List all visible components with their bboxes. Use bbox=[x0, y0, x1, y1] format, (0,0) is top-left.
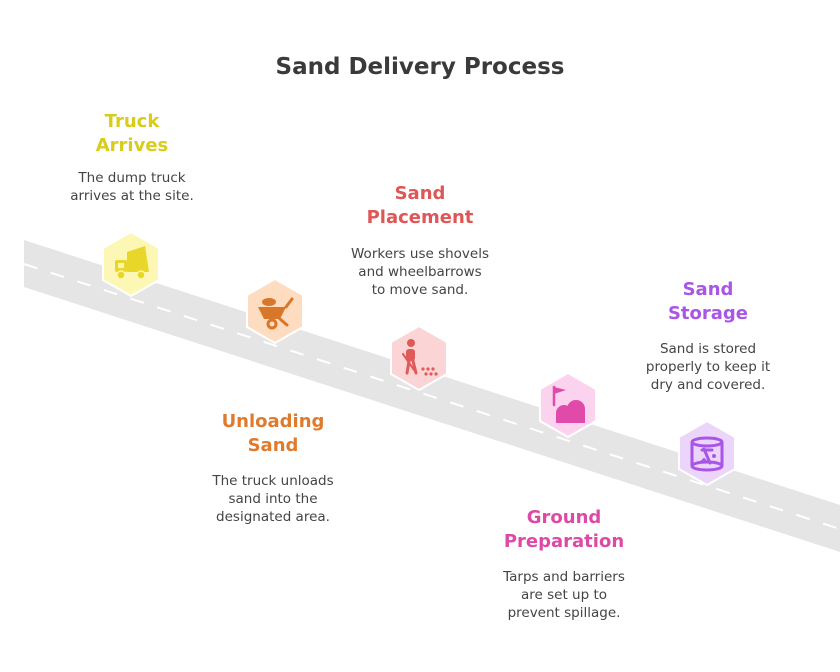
step-4-desc-line: prevent spillage. bbox=[507, 605, 621, 621]
step-5-description: Sand is stored properly to keep it dry a… bbox=[618, 340, 798, 394]
step-4-desc-line: are set up to bbox=[520, 587, 608, 603]
step-2-desc-line: designated area. bbox=[216, 509, 330, 525]
step-5-desc-line: properly to keep it bbox=[645, 359, 771, 375]
step-2-desc-line: sand into the bbox=[228, 491, 318, 507]
step-5-desc-line: Sand is stored bbox=[659, 341, 757, 357]
step-4-hexagon bbox=[539, 371, 597, 439]
step-5-title-line: Storage bbox=[667, 303, 749, 324]
step-2-title: Unloading Sand bbox=[198, 410, 348, 458]
step-1-title: Truck Arrives bbox=[62, 110, 202, 158]
step-3-desc-line: Workers use shovels bbox=[351, 246, 489, 262]
step-3-description: Workers use shovels and wheelbarrows to … bbox=[330, 245, 510, 299]
wheelbarrow-icon bbox=[258, 297, 294, 330]
barrier-tarp-icon bbox=[552, 385, 585, 423]
diagram-title: Sand Delivery Process bbox=[275, 54, 565, 80]
step-2-description: The truck unloads sand into the designat… bbox=[188, 472, 358, 526]
step-1-desc-line: The dump truck bbox=[78, 170, 186, 186]
step-3-title-line: Sand bbox=[394, 183, 446, 204]
step-1-desc-line: arrives at the site. bbox=[70, 188, 194, 204]
step-1-description: The dump truck arrives at the site. bbox=[52, 169, 212, 205]
step-2-desc-line: The truck unloads bbox=[212, 473, 334, 489]
step-3-desc-line: to move sand. bbox=[371, 282, 469, 298]
step-1-hexagon bbox=[102, 230, 160, 298]
step-4-title: Ground Preparation bbox=[484, 506, 644, 554]
step-5-desc-line: dry and covered. bbox=[650, 377, 766, 393]
storage-bin-icon bbox=[690, 436, 724, 472]
step-2-title-line: Unloading bbox=[221, 411, 325, 432]
step-4-title-line: Ground bbox=[526, 507, 602, 528]
worker-shoveling-icon bbox=[402, 339, 438, 376]
step-4-description: Tarps and barriers are set up to prevent… bbox=[474, 568, 654, 622]
step-5-title: Sand Storage bbox=[628, 278, 788, 326]
step-4-title-line: Preparation bbox=[503, 531, 625, 552]
step-4-desc-line: Tarps and barriers bbox=[503, 569, 625, 585]
road-center-dashes bbox=[23, 263, 840, 530]
step-2-title-line: Sand bbox=[247, 435, 299, 456]
step-3-title: Sand Placement bbox=[340, 182, 500, 230]
step-1-title-line: Arrives bbox=[95, 135, 169, 156]
step-3-hexagon bbox=[390, 324, 448, 392]
step-5-hexagon bbox=[678, 419, 736, 487]
dump-truck-icon bbox=[115, 246, 149, 280]
step-3-title-line: Placement bbox=[366, 207, 474, 228]
step-1-title-line: Truck bbox=[104, 111, 160, 132]
step-5-title-line: Sand bbox=[682, 279, 734, 300]
step-3-desc-line: and wheelbarrows bbox=[358, 264, 482, 280]
step-2-hexagon bbox=[246, 277, 304, 345]
